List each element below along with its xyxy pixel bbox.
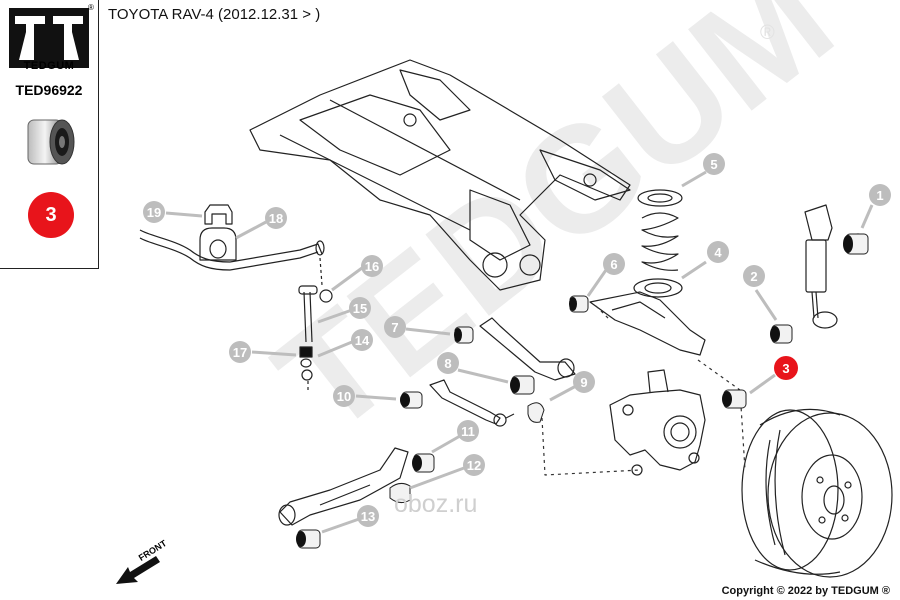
- watermark-registered-mark: ®: [760, 22, 775, 44]
- bushing-8: [510, 375, 535, 395]
- callout-number: 12: [467, 458, 481, 473]
- callout-15: 15: [349, 297, 371, 319]
- callout-18: 18: [265, 207, 287, 229]
- callout-number: 9: [580, 375, 587, 390]
- callout-7: 7: [384, 316, 406, 338]
- callout-16: 16: [361, 255, 383, 277]
- callout-number: 7: [391, 320, 398, 335]
- stabilizer-bracket: [204, 204, 233, 225]
- callout-number: 18: [269, 211, 283, 226]
- callout-6: 6: [603, 253, 625, 275]
- callout-number: 10: [337, 389, 351, 404]
- callout-14: 14: [351, 329, 373, 351]
- callout-number: 16: [365, 259, 379, 274]
- stabilizer-bar: [139, 229, 325, 271]
- callout-19: 19: [143, 201, 165, 223]
- callout-8: 8: [437, 352, 459, 374]
- shock-absorber: [804, 204, 868, 329]
- callout-2: 2: [743, 265, 765, 287]
- front-arrow: [116, 556, 160, 584]
- callout-number: 8: [444, 356, 451, 371]
- callout-1: 1: [869, 184, 891, 206]
- callout-number: 2: [750, 269, 757, 284]
- callout-number: 3: [782, 361, 789, 376]
- bushing-1: [843, 233, 869, 255]
- bushing-thumbnail: [27, 119, 75, 165]
- bushing-12: [389, 482, 411, 504]
- callout-17: 17: [229, 341, 251, 363]
- bushing-3: [722, 389, 747, 409]
- bushing-10: [400, 391, 423, 409]
- tedgum-logo: [9, 8, 89, 68]
- callout-4: 4: [707, 241, 729, 263]
- site-watermark: oboz.ru: [394, 490, 478, 518]
- callout-number: 17: [233, 345, 247, 360]
- bushing-6: [569, 295, 589, 313]
- rear-knuckle: [609, 369, 706, 476]
- callout-number: 1: [876, 188, 883, 203]
- copyright: Copyright © 2022 by TEDGUM ®: [721, 585, 890, 597]
- callout-number: 14: [355, 333, 370, 348]
- trailing-arm: [278, 447, 409, 526]
- vehicle-title: TOYOTA RAV-4 (2012.12.31 > ): [108, 6, 321, 23]
- leader-lines: [165, 170, 874, 534]
- bushing-11: [412, 453, 435, 473]
- logo-wordmark: TEDGUM: [23, 60, 75, 72]
- callout-number: 13: [361, 509, 375, 524]
- callout-number: 4: [714, 245, 722, 260]
- bushing-9: [527, 402, 545, 423]
- callout-10: 10: [333, 385, 355, 407]
- callout-number: 15: [353, 301, 367, 316]
- bushings: [296, 233, 869, 549]
- registered-mark: ®: [88, 3, 94, 12]
- callout-3: 3: [774, 356, 798, 380]
- callout-12: 12: [463, 454, 485, 476]
- bushing-13: [296, 529, 321, 549]
- wheel: [741, 408, 893, 578]
- callout-number: 11: [461, 424, 475, 439]
- stabilizer-link: [298, 257, 333, 392]
- coil-spring: [633, 189, 683, 298]
- callout-number: 6: [610, 257, 617, 272]
- callout-11: 11: [457, 420, 479, 442]
- bushing-2: [770, 324, 793, 344]
- callout-5: 5: [703, 153, 725, 175]
- toe-arm: [479, 317, 576, 381]
- callout-number: 5: [710, 157, 717, 172]
- sidebar-callout-badge: 3: [28, 192, 74, 238]
- stabilizer-bushing: [199, 227, 237, 261]
- part-number: TED96922: [15, 82, 83, 98]
- callout-9: 9: [573, 371, 595, 393]
- upper-control-arm: [589, 291, 706, 356]
- product-info-panel: ® TEDGUM TED96922 3: [0, 0, 99, 269]
- bushing-7: [454, 326, 474, 344]
- callout-13: 13: [357, 505, 379, 527]
- rear-subframe: [249, 59, 631, 291]
- callout-number: 19: [147, 205, 161, 220]
- lateral-link: [429, 379, 515, 427]
